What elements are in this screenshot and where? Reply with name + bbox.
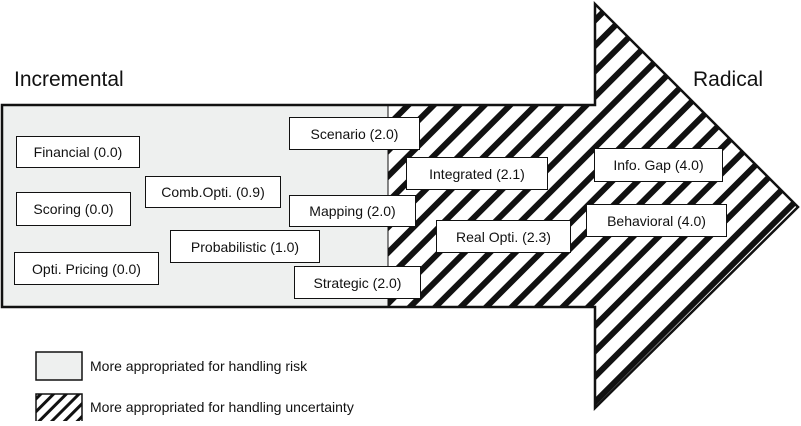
radical-label: Radical bbox=[693, 68, 764, 91]
method-box-info-gap: Info. Gap (4.0) bbox=[594, 148, 723, 182]
method-box-scenario: Scenario (2.0) bbox=[289, 117, 420, 150]
legend-risk-swatch bbox=[35, 351, 83, 381]
method-box-opti-pricing: Opti. Pricing (0.0) bbox=[14, 252, 159, 285]
method-box-financial: Financial (0.0) bbox=[16, 136, 140, 168]
method-box-mapping: Mapping (2.0) bbox=[289, 195, 416, 227]
method-box-comb-opti: Comb.Opti. (0.9) bbox=[145, 176, 281, 208]
legend-uncertainty-label: More appropriated for handling uncertain… bbox=[90, 399, 354, 415]
method-box-scoring: Scoring (0.0) bbox=[16, 192, 131, 226]
method-box-strategic: Strategic (2.0) bbox=[294, 266, 421, 299]
arrow-outline bbox=[0, 0, 800, 411]
method-box-probabilistic: Probabilistic (1.0) bbox=[170, 230, 320, 263]
legend-risk-label: More appropriated for handling risk bbox=[90, 358, 308, 374]
legend-uncertainty-swatch bbox=[35, 393, 83, 423]
method-box-real-opti: Real Opti. (2.3) bbox=[436, 220, 571, 253]
method-box-behavioral: Behavioral (4.0) bbox=[586, 204, 727, 237]
method-box-integrated: Integrated (2.1) bbox=[406, 157, 548, 190]
incremental-label: Incremental bbox=[14, 68, 124, 91]
